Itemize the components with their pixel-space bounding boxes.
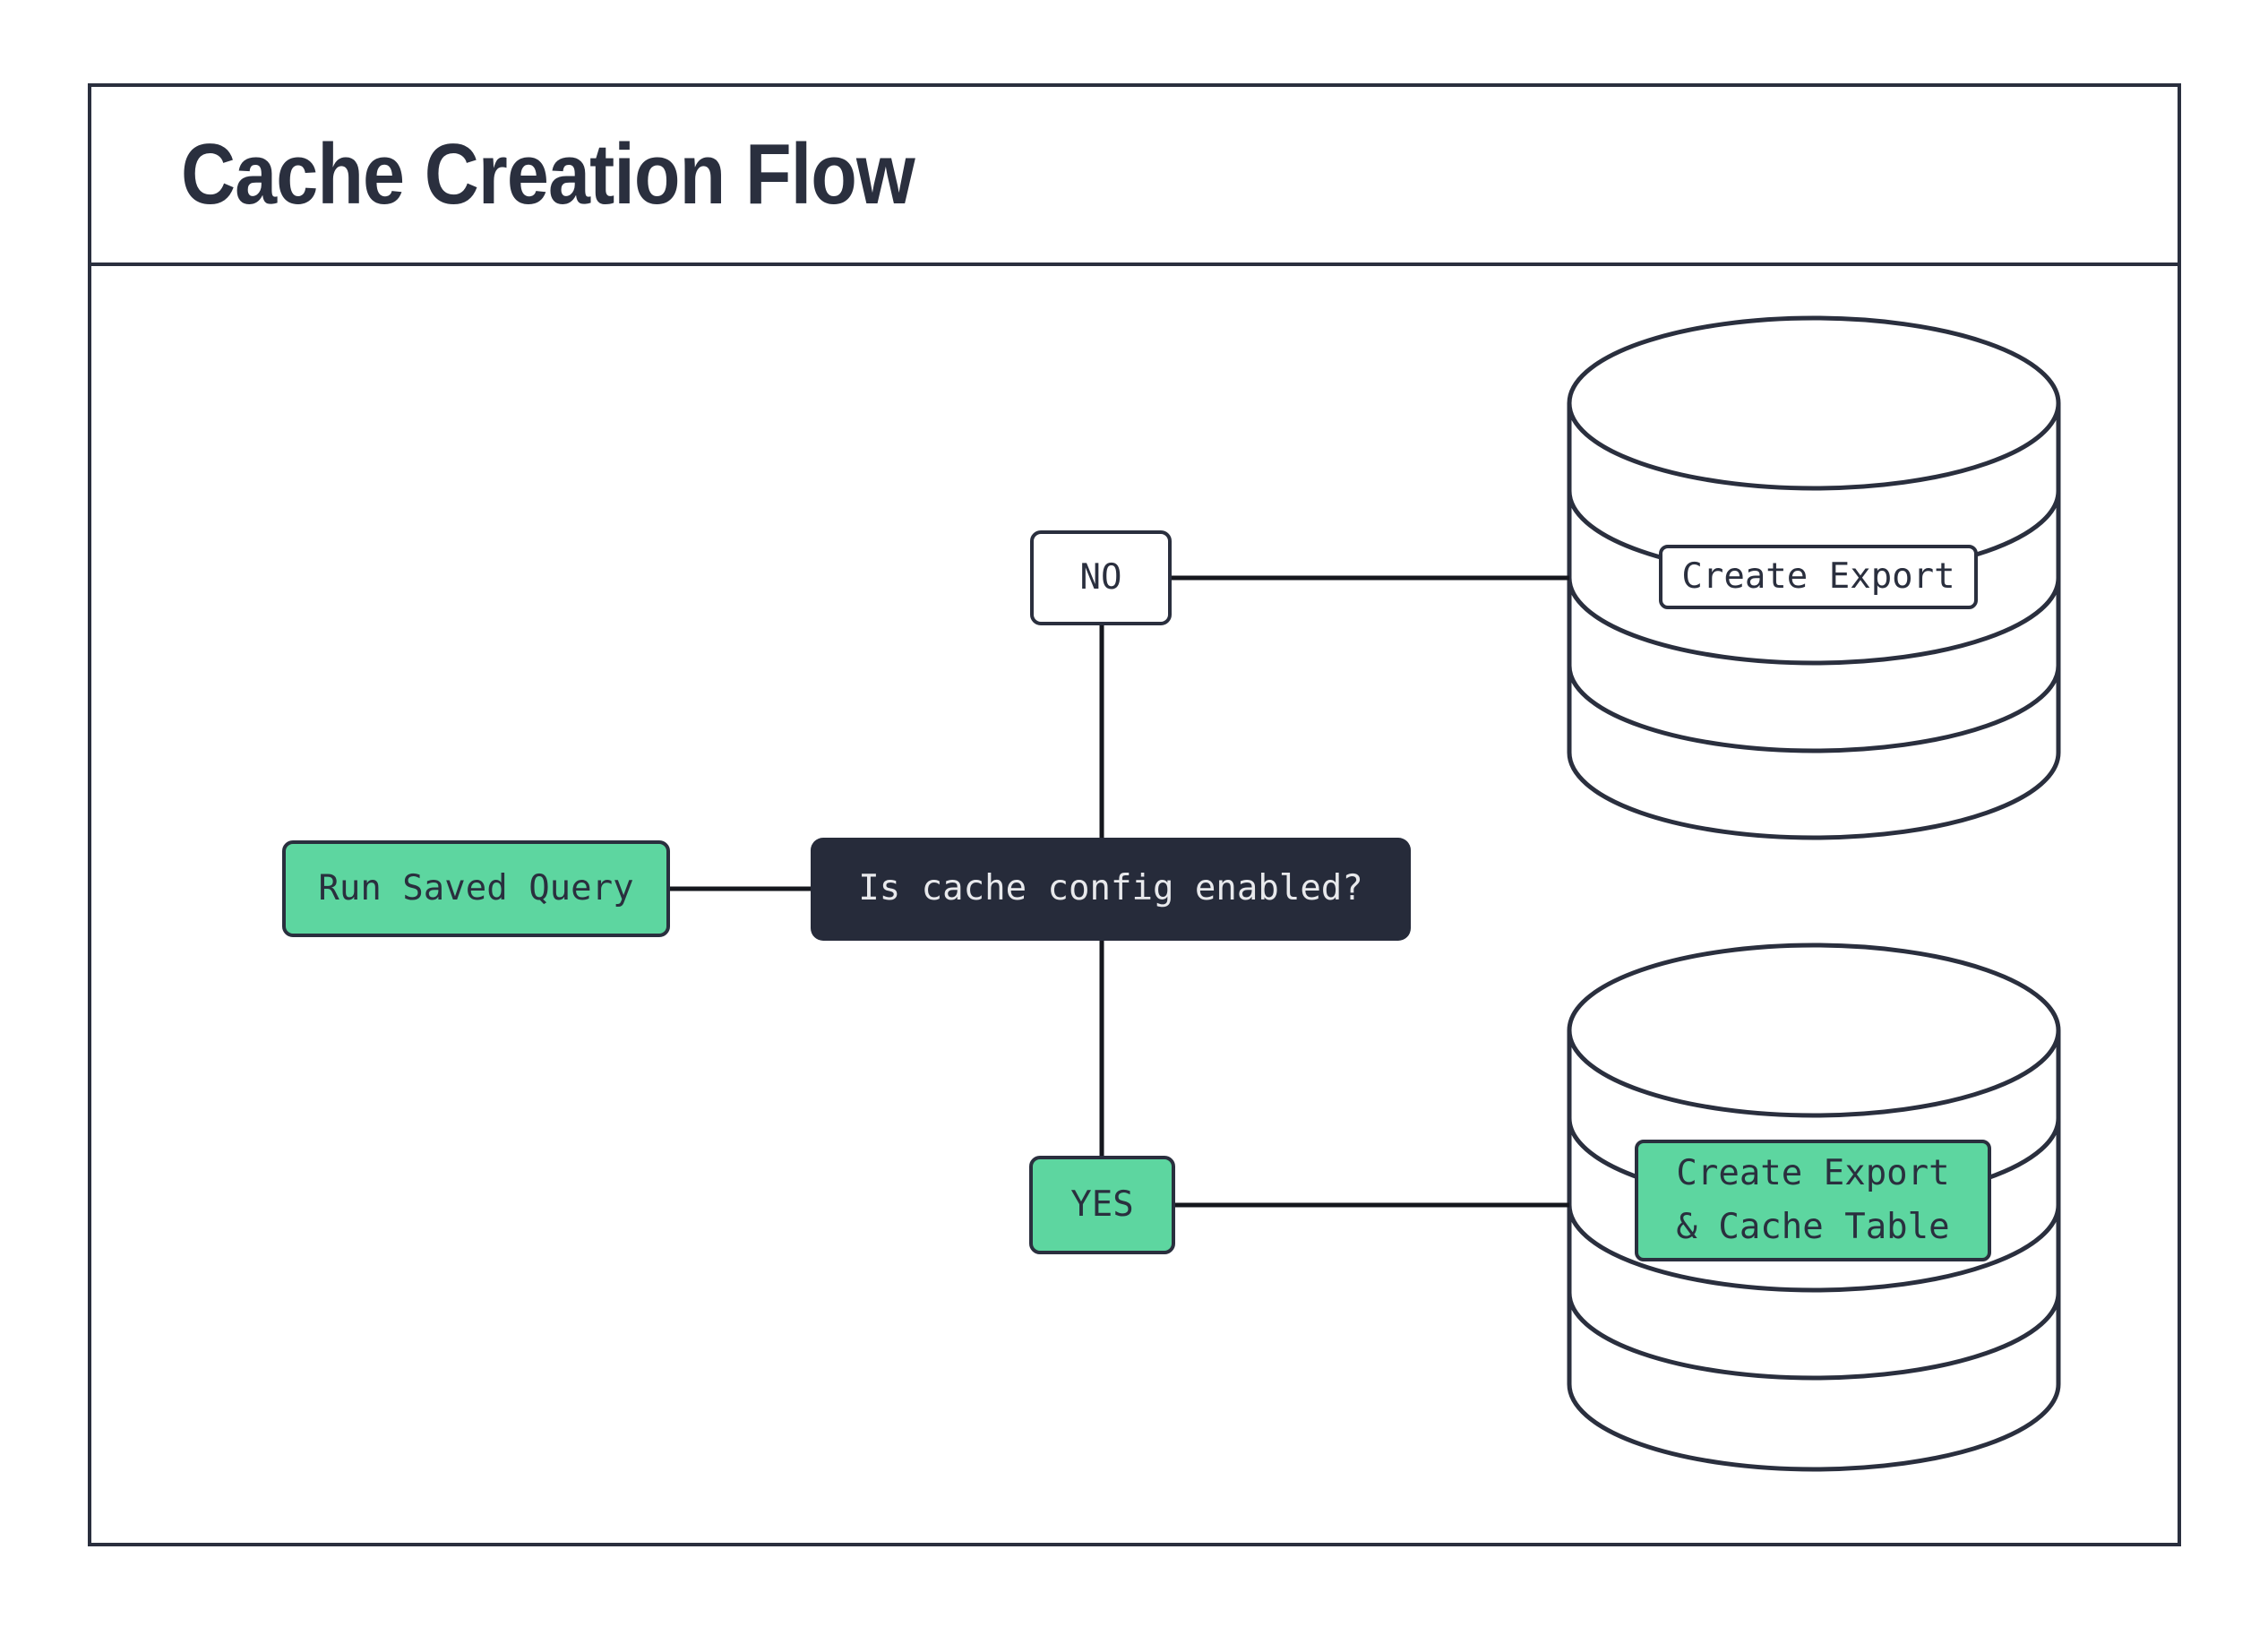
branch-label-no: NO [1030,530,1172,625]
branch-label-yes: YES [1029,1156,1175,1254]
page-title: Cache Creation Flow [91,132,1015,218]
db-label-line-2: & Cache Table [1676,1207,1950,1247]
page-title-text: Cache Creation Flow [181,126,915,222]
db-label-create-export: Create Export [1659,545,1978,609]
database-bottom-icon [1567,943,2061,1472]
flow-node-run-saved-query: Run Saved Query [282,840,670,937]
db-label-line-1: Create Export [1676,1152,1950,1193]
title-band: Cache Creation Flow [91,87,2178,266]
db-label-create-export-cache-table: Create Export & Cache Table [1635,1140,1991,1261]
flow-node-question: Is cache config enabled? [811,838,1411,941]
